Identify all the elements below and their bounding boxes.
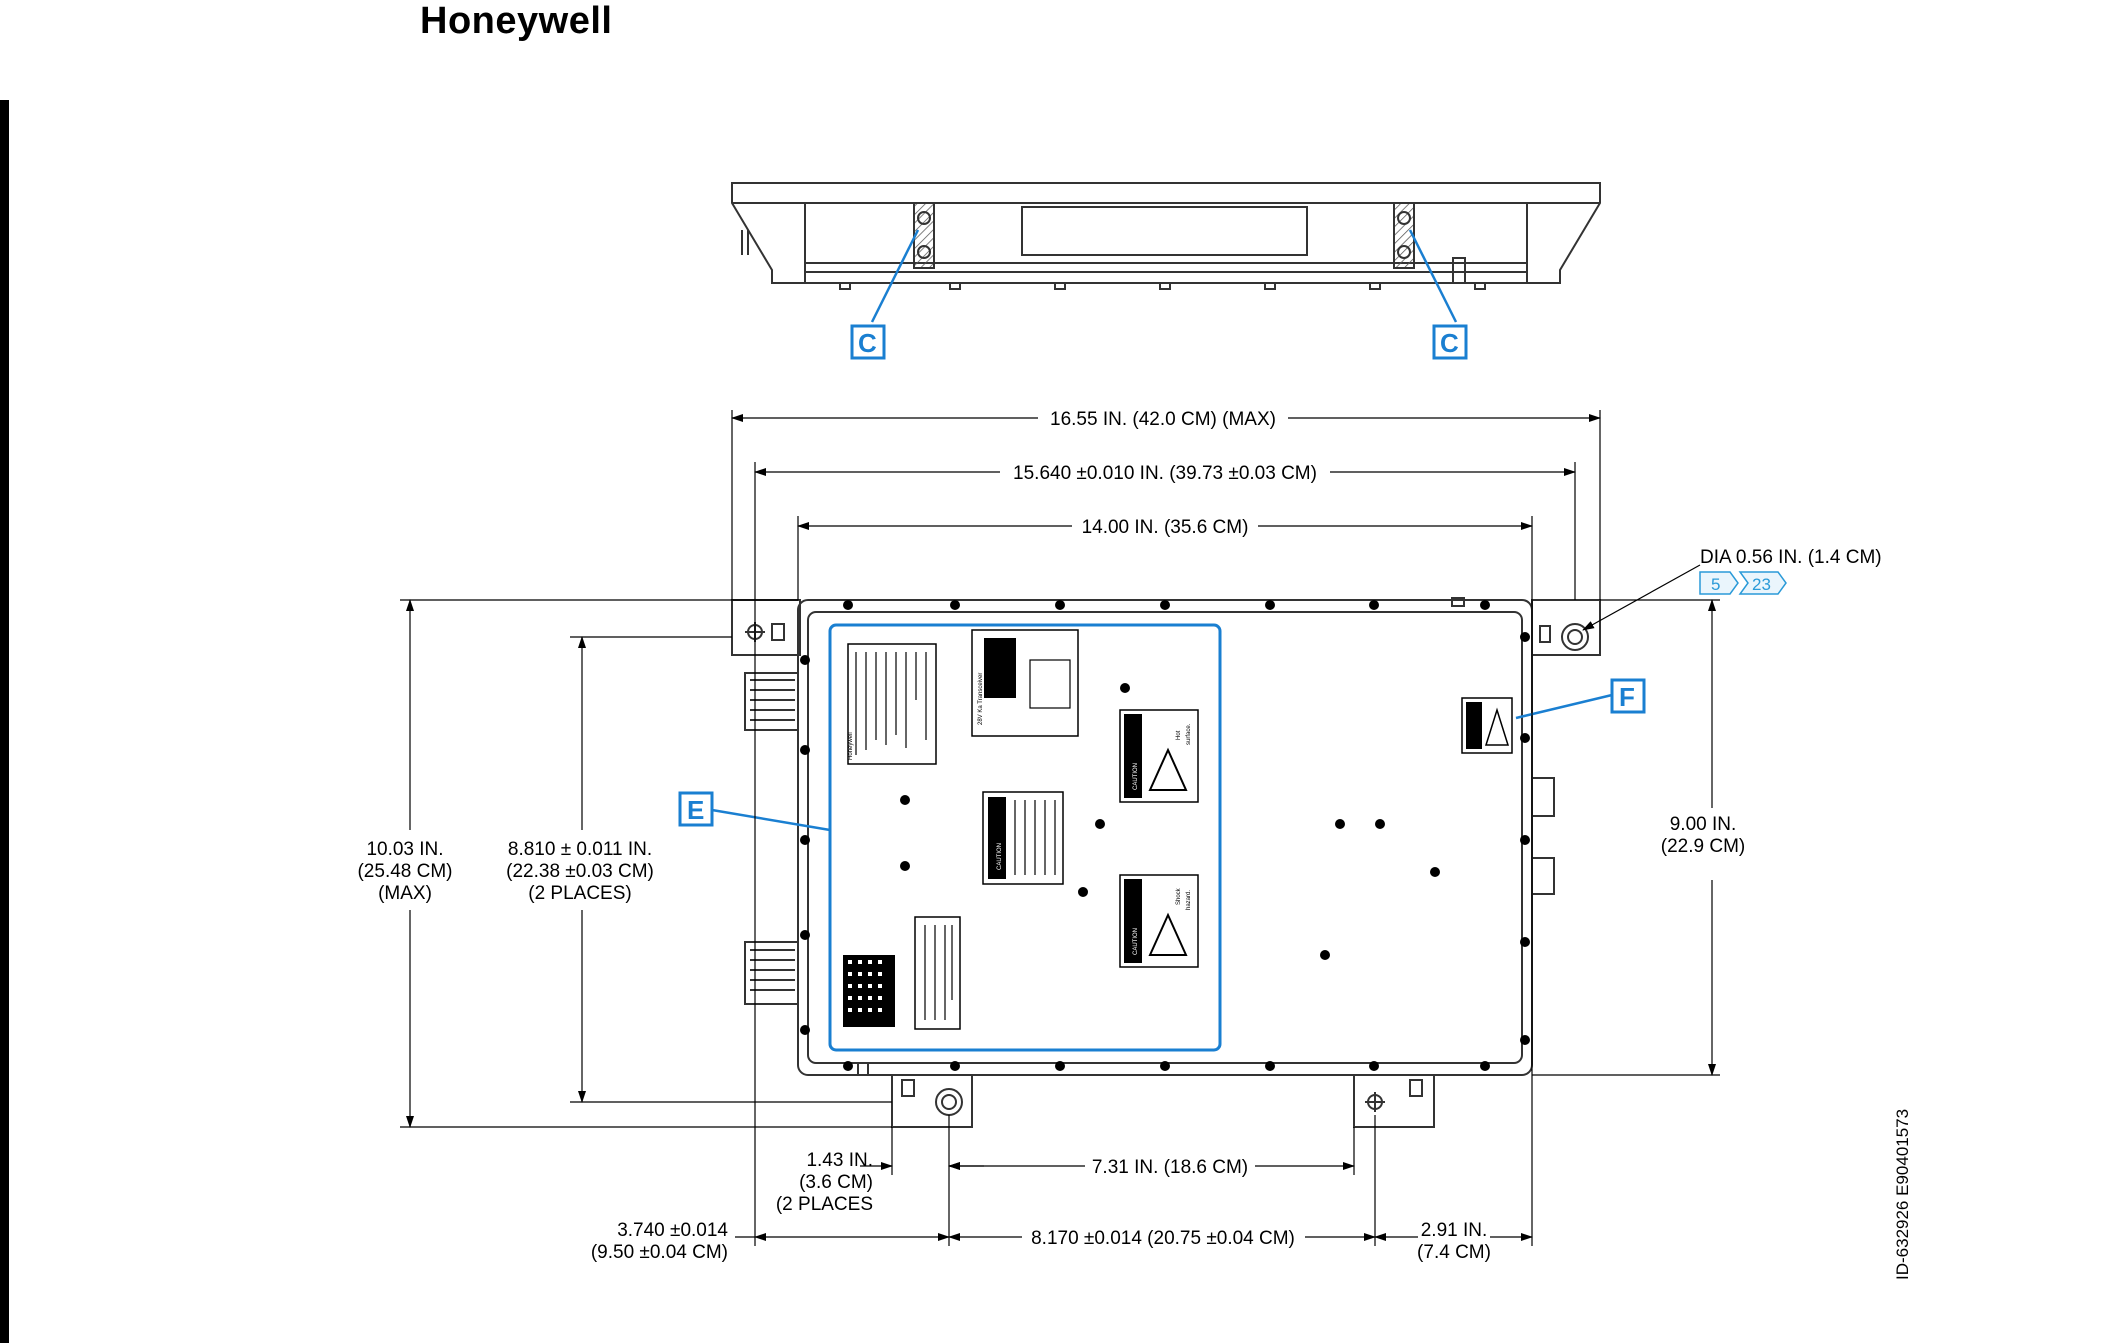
reference-tags: 5 23 bbox=[1699, 571, 1787, 595]
svg-text:16.55 IN. (42.0 CM) (MAX): 16.55 IN. (42.0 CM) (MAX) bbox=[1050, 409, 1276, 430]
callout-e: E bbox=[678, 791, 831, 832]
page-margin-bar bbox=[0, 100, 9, 1343]
svg-text:(3.6 CM): (3.6 CM) bbox=[799, 1172, 873, 1193]
dimension-texts: 16.55 IN. (42.0 CM) (MAX) 15.640 ±0.010 … bbox=[357, 409, 1881, 1263]
svg-text:15.640 ±0.010 IN. (39.73 ±0.03: 15.640 ±0.010 IN. (39.73 ±0.03 CM) bbox=[1013, 463, 1317, 484]
svg-text:(22.9 CM): (22.9 CM) bbox=[1661, 836, 1745, 857]
callout-c-right: C bbox=[1408, 229, 1468, 360]
svg-text:CAUTION: CAUTION bbox=[997, 843, 1003, 870]
svg-text:(9.50 ±0.04 CM): (9.50 ±0.04 CM) bbox=[591, 1242, 728, 1263]
svg-text:CAUTION: CAUTION bbox=[1133, 928, 1139, 955]
perimeter-screws bbox=[800, 600, 1530, 1071]
svg-text:14.00 IN. (35.6 CM): 14.00 IN. (35.6 CM) bbox=[1082, 517, 1249, 538]
svg-text:(2 PLACES): (2 PLACES) bbox=[528, 883, 631, 904]
svg-text:8.170 ±0.014 (20.75 ±0.04 CM): 8.170 ±0.014 (20.75 ±0.04 CM) bbox=[1031, 1228, 1295, 1249]
svg-text:3.740 ±0.014: 3.740 ±0.014 bbox=[617, 1220, 728, 1241]
svg-text:23: 23 bbox=[1752, 575, 1771, 594]
svg-text:10.03 IN.: 10.03 IN. bbox=[366, 839, 443, 860]
svg-text:9.00 IN.: 9.00 IN. bbox=[1670, 814, 1737, 835]
svg-text:E: E bbox=[687, 795, 704, 825]
svg-text:7.31 IN. (18.6 CM): 7.31 IN. (18.6 CM) bbox=[1092, 1157, 1248, 1178]
svg-text:1.43 IN.: 1.43 IN. bbox=[806, 1150, 873, 1171]
svg-text:F: F bbox=[1619, 682, 1635, 712]
svg-text:(25.48 CM): (25.48 CM) bbox=[357, 861, 452, 882]
svg-text:(2 PLACES: (2 PLACES bbox=[776, 1194, 873, 1215]
svg-text:(MAX): (MAX) bbox=[378, 883, 432, 904]
drawing-id: ID-632926 E90401573 bbox=[1893, 1109, 1912, 1280]
svg-text:5: 5 bbox=[1711, 575, 1720, 594]
honeywell-logo: Honeywell bbox=[420, 0, 613, 42]
side-view bbox=[731, 182, 1601, 290]
callout-c-left: C bbox=[850, 229, 920, 360]
svg-text:surface.: surface. bbox=[1186, 723, 1192, 745]
main-view bbox=[731, 597, 1601, 1128]
dimension-lines bbox=[400, 410, 1720, 1246]
svg-text:(7.4 CM): (7.4 CM) bbox=[1417, 1242, 1491, 1263]
svg-text:28V Ka Transceiver: 28V Ka Transceiver bbox=[978, 673, 984, 725]
svg-text:(22.38 ±0.03 CM): (22.38 ±0.03 CM) bbox=[506, 861, 654, 882]
svg-text:C: C bbox=[1440, 328, 1459, 358]
svg-text:DIA 0.56 IN. (1.4 CM): DIA 0.56 IN. (1.4 CM) bbox=[1700, 547, 1882, 568]
svg-text:Honeywell: Honeywell bbox=[848, 732, 854, 760]
svg-text:2.91 IN.: 2.91 IN. bbox=[1421, 1220, 1488, 1241]
hazard-label bbox=[1461, 697, 1513, 754]
svg-text:8.810 ± 0.011 IN.: 8.810 ± 0.011 IN. bbox=[508, 839, 652, 860]
svg-text:Shock: Shock bbox=[1176, 887, 1182, 905]
svg-text:hazard.: hazard. bbox=[1186, 890, 1192, 910]
callout-f: F bbox=[1515, 678, 1646, 720]
svg-text:C: C bbox=[858, 328, 877, 358]
svg-text:Hot: Hot bbox=[1176, 730, 1182, 740]
label-area: Honeywell 28V Ka Transceiver CAUTION CAU… bbox=[828, 623, 1222, 1052]
svg-text:CAUTION: CAUTION bbox=[1133, 763, 1139, 790]
